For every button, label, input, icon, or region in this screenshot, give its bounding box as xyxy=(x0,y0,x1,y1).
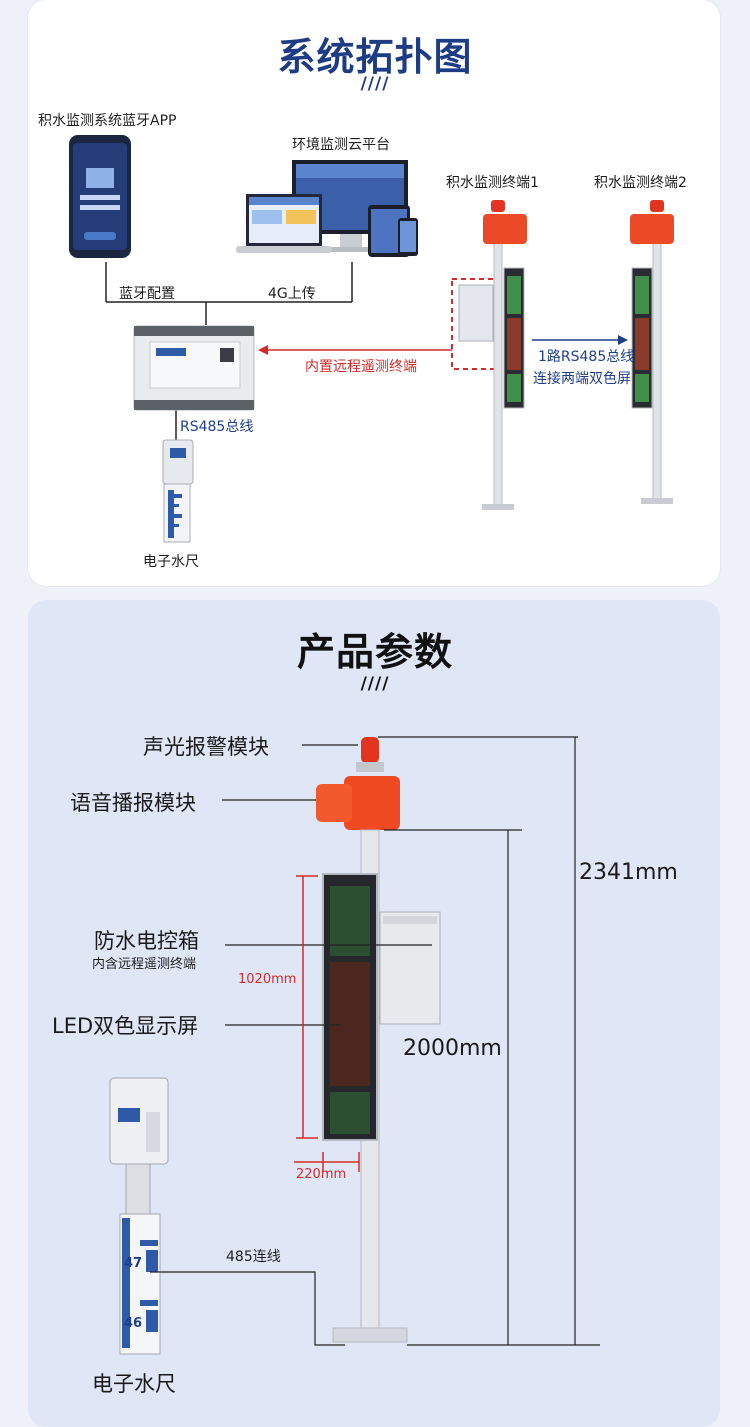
phone-image xyxy=(69,135,131,258)
screen-height-label: 1020mm xyxy=(238,972,297,987)
screen-width-label: 220mm xyxy=(296,1167,347,1182)
box-sublabel: 内含远程遥测终端 xyxy=(92,957,197,972)
topology-connectors xyxy=(105,262,628,440)
terminal2-label: 积水监测终端2 xyxy=(594,175,687,191)
link-label-line2: 连接两端双色屏 xyxy=(533,371,631,387)
gauge-label-top: 电子水尺 xyxy=(143,554,199,570)
alarm-label: 声光报警模块 xyxy=(143,735,269,759)
rtu-controller-image xyxy=(133,325,255,411)
topology-title: 系统拓扑图 xyxy=(277,35,473,79)
cloud-devices-image xyxy=(236,160,418,257)
app-label: 积水监测系统蓝牙APP xyxy=(38,113,177,129)
topology-panel xyxy=(28,0,720,586)
product-deco: //// xyxy=(360,674,390,694)
terminal1-label: 积水监测终端1 xyxy=(446,175,539,191)
terminal2-image xyxy=(630,200,674,504)
gauge-image-top xyxy=(162,439,194,543)
wire-label: 485连线 xyxy=(226,1249,281,1265)
pole-height-label: 2000mm xyxy=(403,1036,502,1061)
cloud-label: 环境监测云平台 xyxy=(292,137,390,153)
builtin-terminal-label: 内置远程遥测终端 xyxy=(305,359,417,375)
led-label: LED双色显示屏 xyxy=(52,1014,199,1038)
bluetooth-label: 蓝牙配置 xyxy=(119,286,175,302)
topology-deco: //// xyxy=(360,74,390,94)
gauge-number-46: 46 xyxy=(124,1316,143,1331)
total-height-label: 2341mm xyxy=(579,860,678,885)
gauge-number-47: 47 xyxy=(124,1256,143,1271)
link-label-line1: 1路RS485总线 xyxy=(538,349,635,365)
voice-label: 语音播报模块 xyxy=(70,791,196,815)
rs485-label: RS485总线 xyxy=(180,419,254,435)
upload-label: 4G上传 xyxy=(268,286,316,302)
product-title: 产品参数 xyxy=(296,630,453,674)
box-label: 防水电控箱 xyxy=(94,929,199,953)
gauge-label-bottom: 电子水尺 xyxy=(92,1372,176,1396)
terminal1-image xyxy=(458,200,527,510)
